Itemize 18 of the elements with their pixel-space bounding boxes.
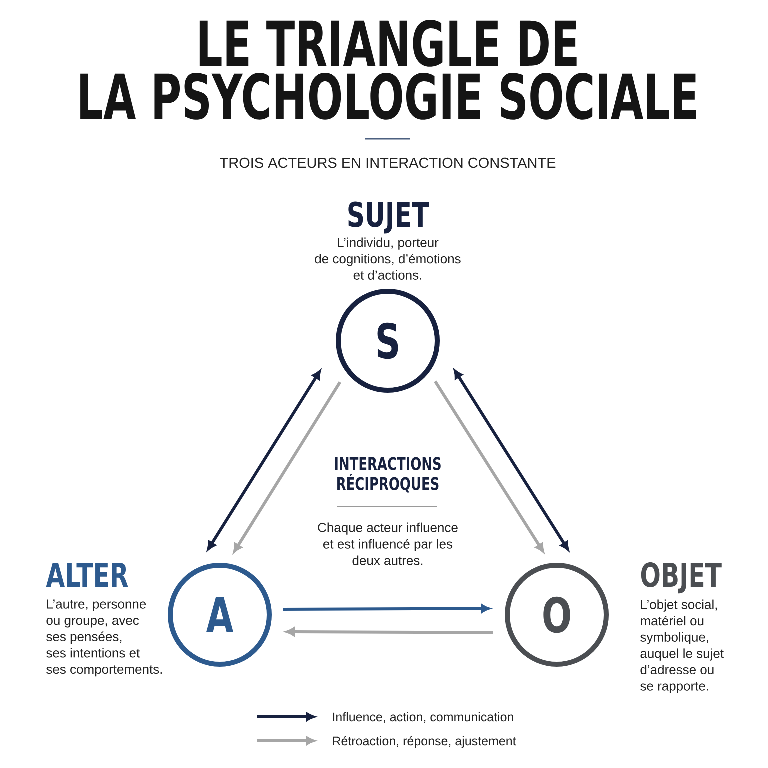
title: LE TRIANGLE DE LA PSYCHOLOGIE SOCIALE — [80, 20, 696, 120]
paragraph: Chaque acteur influence et est influencé par les deux autres. — [318, 522, 458, 566]
legend-label: Rétroaction, réponse, ajustement — [333, 736, 516, 748]
heading: OBJET — [641, 562, 722, 594]
subtitle: TROIS ACTEURS EN INTERACTION CONSTANTE — [220, 158, 556, 168]
legend-label: Influence, action, communication — [333, 712, 514, 724]
description: L’objet social, matériel ou symbolique, auquel le sujet d’adresse ou se rapporte. — [640, 600, 724, 694]
arrow — [283, 604, 490, 614]
double-arrow — [207, 370, 322, 551]
double-arrow — [454, 370, 570, 551]
description: L’autre, personne ou groupe, avec ses pensées, ses intentions et ses comportements. — [46, 600, 162, 677]
description: L’individu, porteur de cognitions, d’émotions et d’actions. — [315, 238, 461, 280]
heading: ALTER — [46, 562, 128, 587]
arrow — [233, 382, 342, 553]
heading: SUJET — [348, 202, 429, 234]
arrow — [286, 628, 494, 636]
heading: INTERACTIONS RÉCIPROQUES — [335, 457, 441, 493]
arrow — [434, 380, 544, 553]
